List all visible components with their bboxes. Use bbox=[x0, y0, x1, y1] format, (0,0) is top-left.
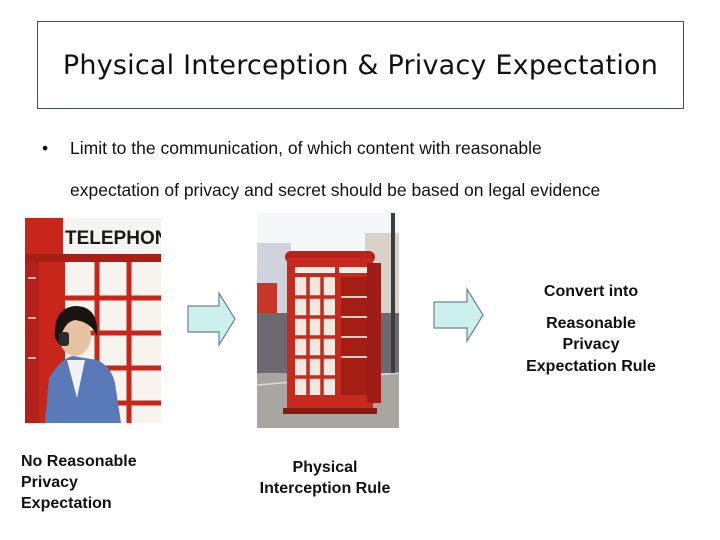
caption-left: No Reasonable Privacy Expectation bbox=[21, 451, 137, 514]
caption-middle: Physical Interception Rule bbox=[240, 457, 410, 499]
slide-title: Physical Interception & Privacy Expectat… bbox=[62, 49, 659, 81]
bullet-line-2: expectation of privacy and secret should… bbox=[70, 180, 601, 200]
telephone-sign-text: TELEPHON bbox=[65, 228, 161, 249]
caption-right-line-4: Expectation Rule bbox=[526, 357, 656, 375]
caption-left-line-2: Privacy bbox=[21, 474, 78, 491]
caption-left-line-1: No Reasonable bbox=[21, 453, 137, 470]
caption-right-line-2: Reasonable bbox=[546, 314, 636, 332]
caption-middle-line-2: Interception Rule bbox=[259, 480, 391, 497]
caption-right-line-1: Convert into bbox=[543, 283, 639, 300]
bullet-point: • Limit to the communication, of which c… bbox=[42, 127, 702, 211]
caption-middle-line-1: Physical bbox=[292, 459, 358, 476]
phone-box-woman-image: TELEPHON bbox=[25, 218, 161, 423]
arrow-right-icon bbox=[433, 287, 484, 343]
street-phone-box-image bbox=[257, 213, 399, 428]
street-phone-box-illustration bbox=[257, 213, 399, 428]
arrow-right-icon bbox=[187, 291, 236, 347]
bullet-line-1: Limit to the communication, of which con… bbox=[70, 138, 542, 158]
title-box: Physical Interception & Privacy Expectat… bbox=[37, 21, 684, 109]
bullet-marker: • bbox=[42, 138, 49, 158]
caption-left-line-3: Expectation bbox=[21, 495, 112, 512]
caption-right: Convert into Reasonable Privacy Expectat… bbox=[505, 281, 677, 377]
caption-right-line-3: Privacy bbox=[562, 336, 620, 353]
phone-box-woman-illustration: TELEPHON bbox=[25, 218, 161, 423]
